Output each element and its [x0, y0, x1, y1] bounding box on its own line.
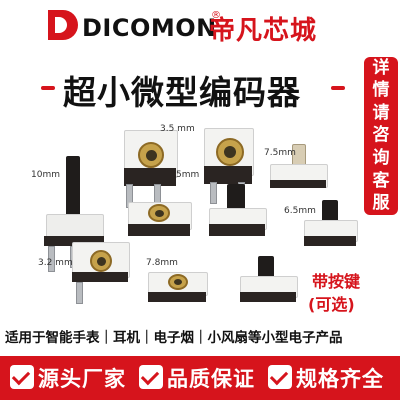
dimension-label: 6.5mm — [284, 206, 316, 216]
dimension-label: 5mm — [176, 170, 200, 180]
bottom-item-specs: 规格齐全 — [296, 367, 384, 391]
check-icon — [10, 365, 34, 389]
encoder-product-7-8mm — [146, 268, 208, 308]
banner-char: 情 — [372, 80, 390, 101]
applications-text: 适用于智能手表｜耳机｜电子烟｜小风扇等小型电子产品 — [5, 330, 343, 346]
registered-mark: ® — [211, 10, 221, 21]
banner-char: 详 — [372, 57, 390, 78]
encoder-product-flat — [124, 198, 194, 243]
encoder-product-flat-shaft — [234, 252, 304, 312]
bottom-item-quality: 品质保证 — [167, 367, 255, 391]
check-icon — [268, 365, 292, 389]
banner-char: 请 — [372, 102, 390, 123]
banner-char: 客 — [372, 170, 390, 191]
button-option-label: 带按键 — [312, 272, 361, 291]
page-title: 超小微型编码器 — [63, 73, 301, 112]
brand-name-cn: 帝凡芯城 — [209, 16, 318, 46]
title-deco-right — [331, 86, 345, 90]
encoder-product-6-5mm — [300, 196, 360, 256]
banner-char: 咨 — [372, 125, 390, 146]
consult-service-banner[interactable]: 详 情 请 咨 询 客 服 — [364, 57, 398, 215]
encoder-product-5mm — [196, 118, 266, 208]
dimension-label: 7.5mm — [264, 148, 296, 158]
banner-char: 询 — [372, 148, 390, 169]
dimension-label: 3.2 mm — [38, 258, 73, 268]
bottom-bar — [0, 356, 400, 400]
dimension-label: 10mm — [31, 170, 60, 180]
encoder-product-short-shaft — [205, 180, 270, 245]
brand-header: DICOMON ® 帝凡芯城 — [0, 0, 400, 56]
encoder-product-3-5mm — [118, 118, 198, 208]
dimension-label: 7.8mm — [146, 258, 178, 268]
encoder-product-7-5mm — [264, 138, 334, 198]
logo-d-mark — [48, 10, 78, 40]
bottom-item-source: 源头厂家 — [38, 367, 126, 391]
button-option-optional: (可选) — [308, 295, 355, 314]
check-icon — [139, 365, 163, 389]
dimension-label: 3.5 mm — [160, 124, 195, 134]
logo-text: DICOMON — [82, 14, 217, 42]
banner-char: 服 — [372, 193, 390, 214]
encoder-product-3-2mm — [70, 238, 132, 304]
title-deco-left — [41, 86, 55, 90]
